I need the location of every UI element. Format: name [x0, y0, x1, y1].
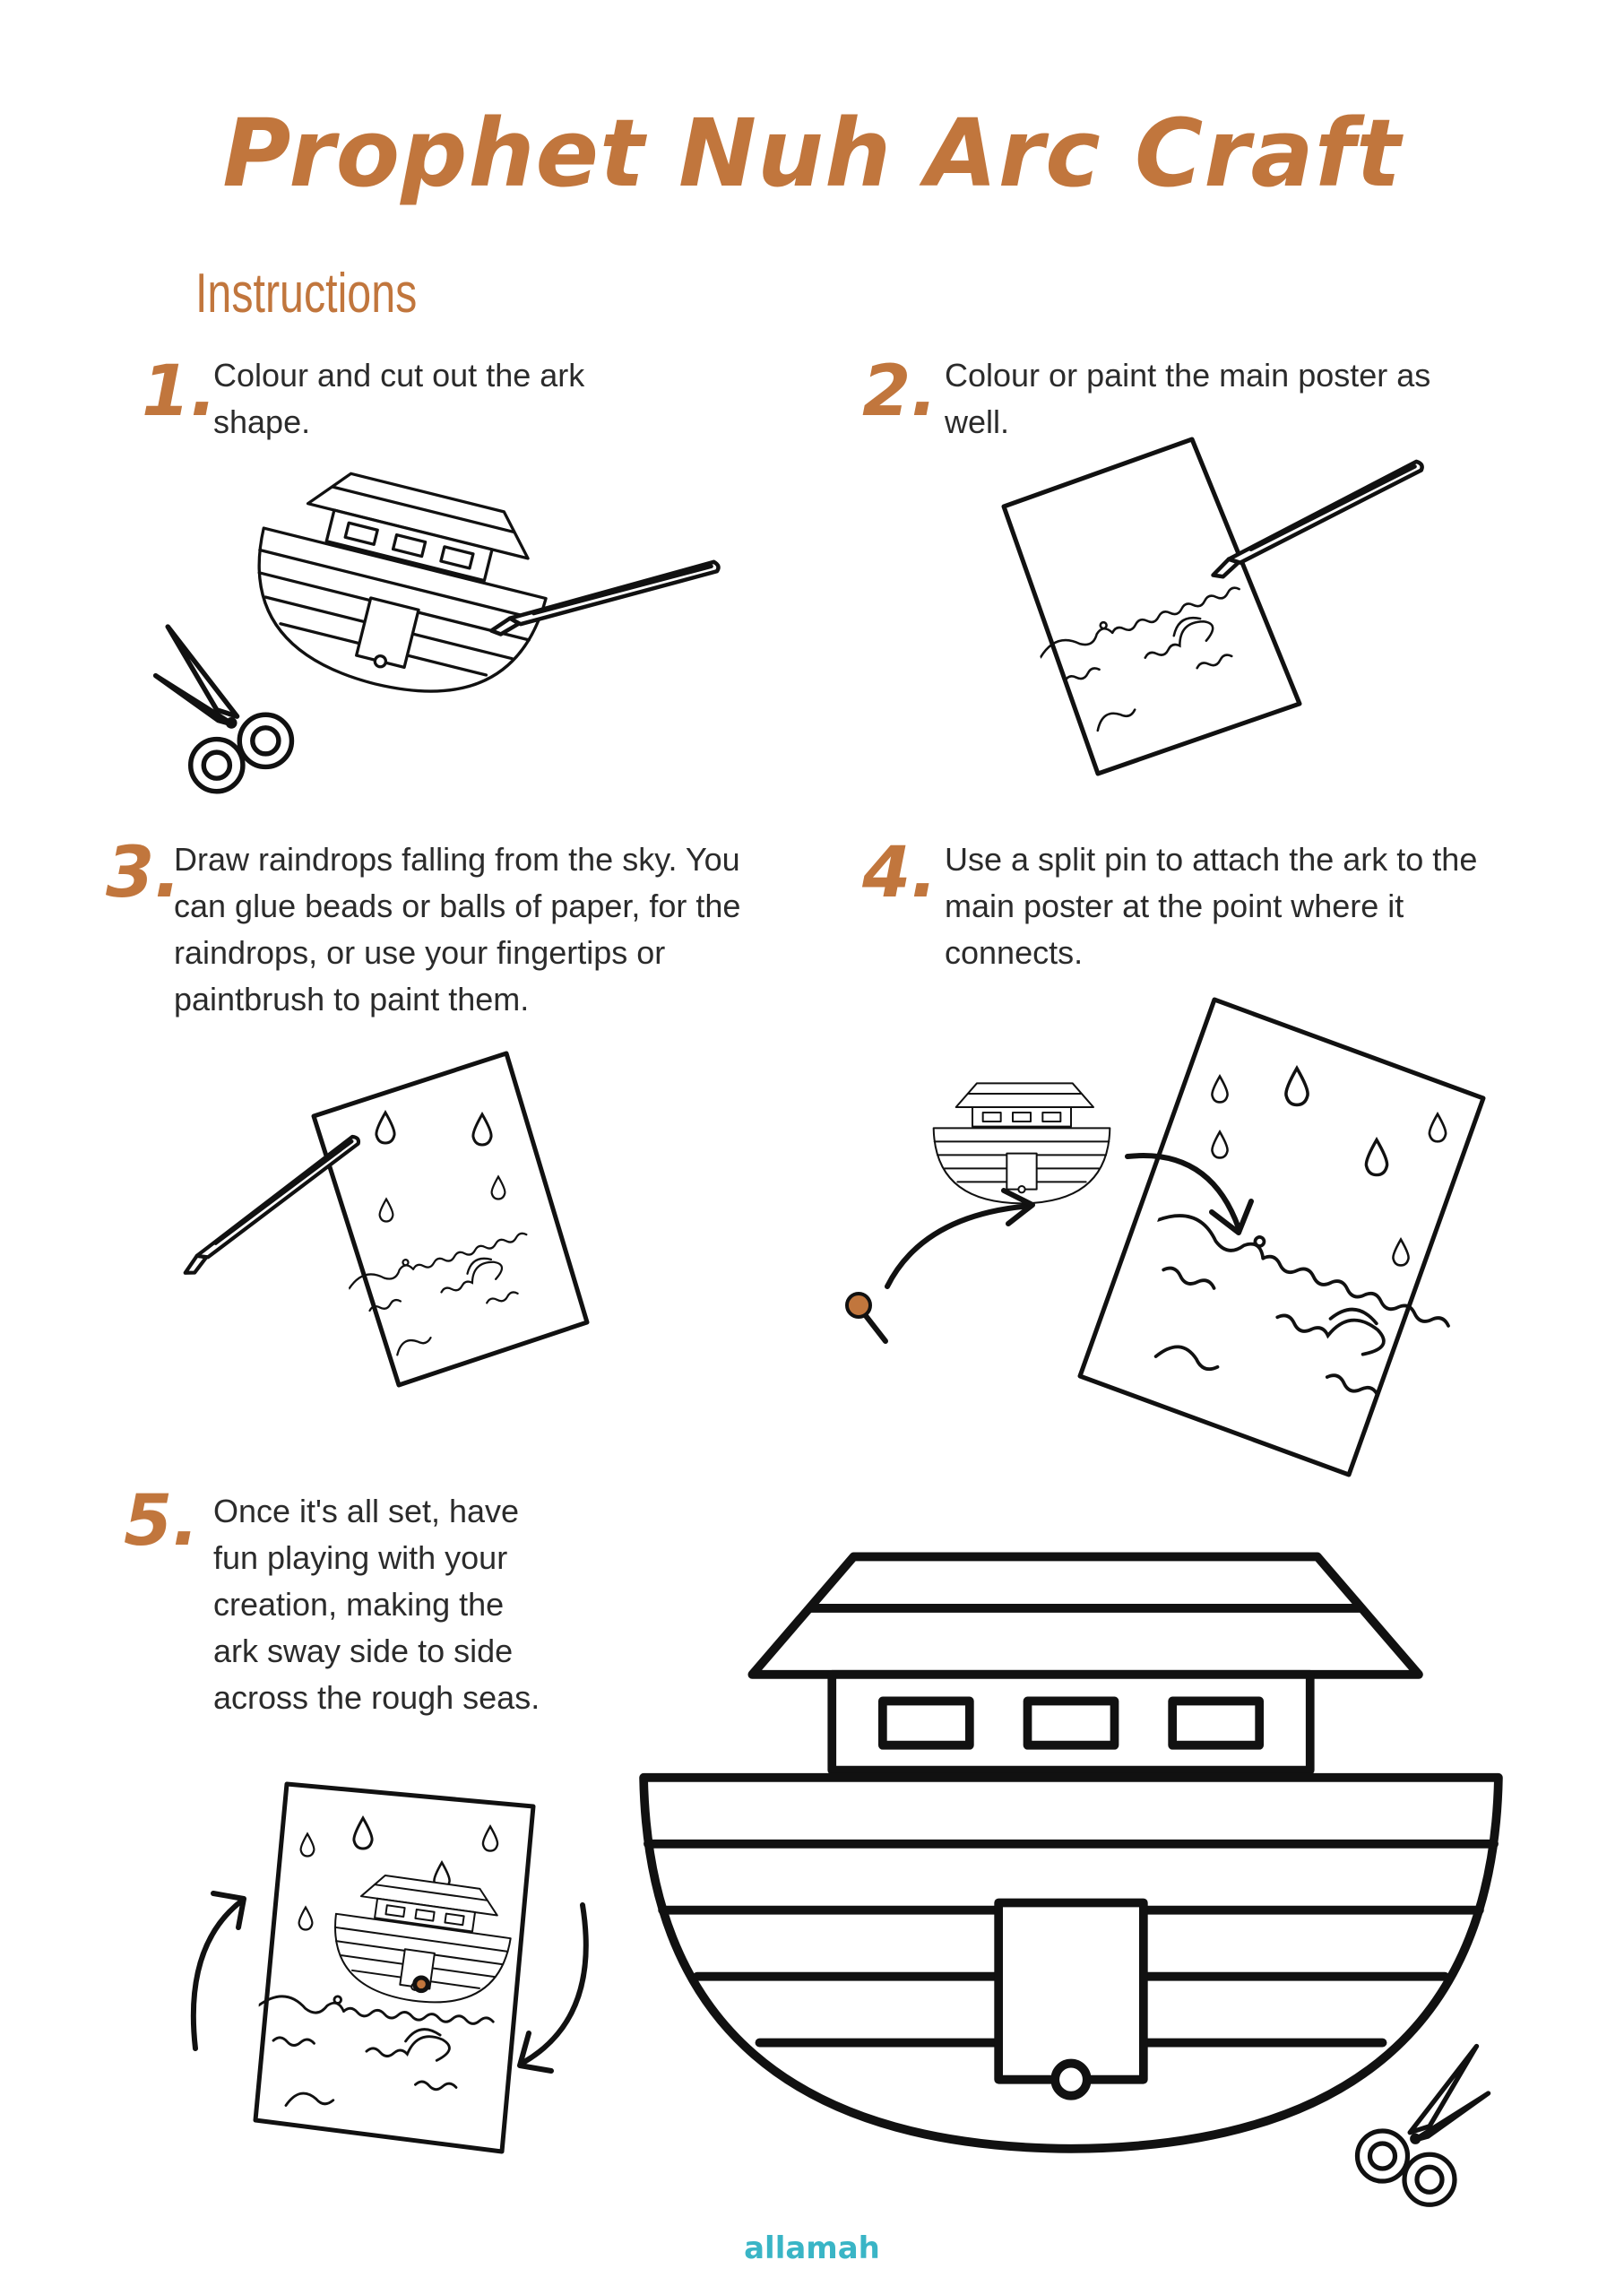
poster-icon	[995, 435, 1317, 775]
step-2-text: Colour or paint the main poster as well.	[945, 357, 1431, 440]
instructions-heading: Instructions	[195, 263, 418, 325]
poster-icon	[1075, 995, 1488, 1479]
page-title: Prophet Nuh Arc Craft	[222, 99, 1402, 208]
step-2-number: 2.	[862, 351, 937, 432]
paintbrush-icon	[1196, 471, 1438, 569]
step-4-number: 4.	[862, 833, 937, 914]
step-1-number: 1.	[142, 351, 217, 432]
brand-logo: allamah	[744, 2230, 880, 2266]
split-pin-icon	[847, 1294, 870, 1317]
arrow-icon	[179, 1838, 609, 2098]
step-3-text: Draw raindrops falling from the sky. You…	[174, 841, 741, 1018]
step-3-number: 3.	[106, 833, 181, 914]
step-5-text: Once it's all set, have fun playing with…	[213, 1493, 540, 1716]
poster-icon	[309, 1049, 596, 1390]
step-1-text: Colour and cut out the ark shape.	[213, 357, 585, 440]
scissors-icon	[1335, 2035, 1492, 2214]
ark-icon	[324, 1868, 518, 2014]
paintbrush-icon	[484, 560, 726, 637]
step-4-text: Use a split pin to attach the ark to the…	[945, 841, 1478, 971]
arrow-icon	[842, 1130, 1273, 1354]
step-5-number: 5.	[124, 1481, 199, 1562]
paintbrush-icon	[160, 1134, 384, 1277]
scissors-icon	[143, 619, 323, 798]
